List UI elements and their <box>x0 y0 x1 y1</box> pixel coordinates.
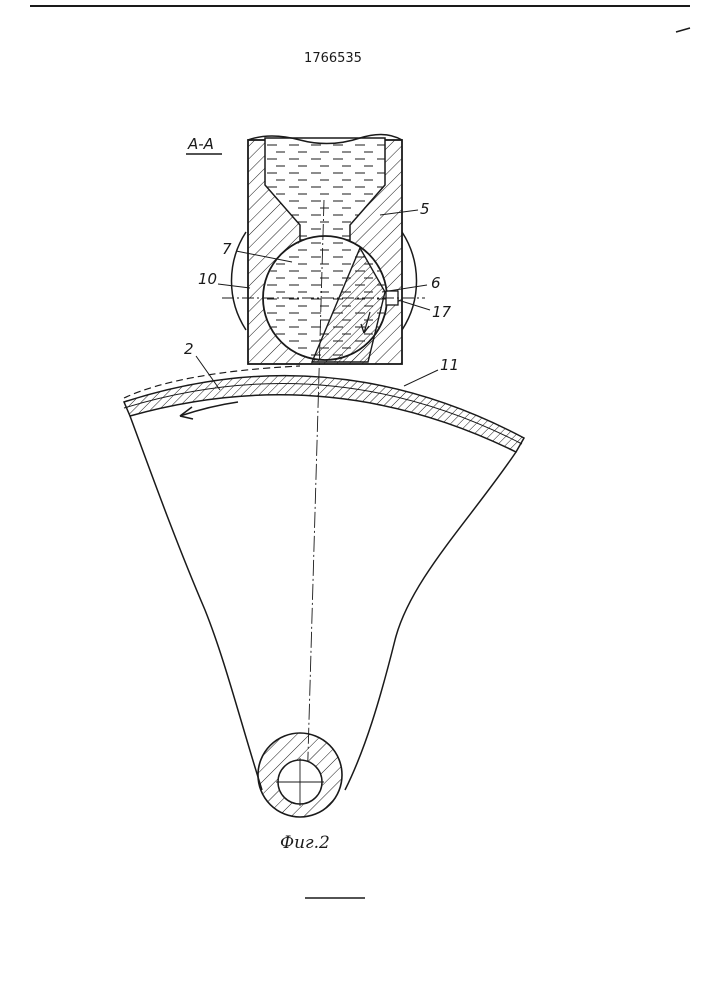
callout-5: 5 <box>420 200 430 218</box>
callout-11: 11 <box>440 356 459 374</box>
top-right-tick <box>676 28 690 32</box>
callout-6: 6 <box>431 274 441 292</box>
leader-10 <box>218 284 250 288</box>
callout-17: 17 <box>432 303 452 321</box>
callout-2: 2 <box>184 340 194 358</box>
patent-number: 1766535 <box>304 51 362 66</box>
section-label: A-A <box>187 135 214 153</box>
drum-arm-outline <box>130 416 516 790</box>
callout-10: 10 <box>198 270 217 288</box>
callout-7: 7 <box>222 240 232 258</box>
figure-caption: Фиг.2 <box>280 833 330 853</box>
leader-11 <box>404 370 438 386</box>
